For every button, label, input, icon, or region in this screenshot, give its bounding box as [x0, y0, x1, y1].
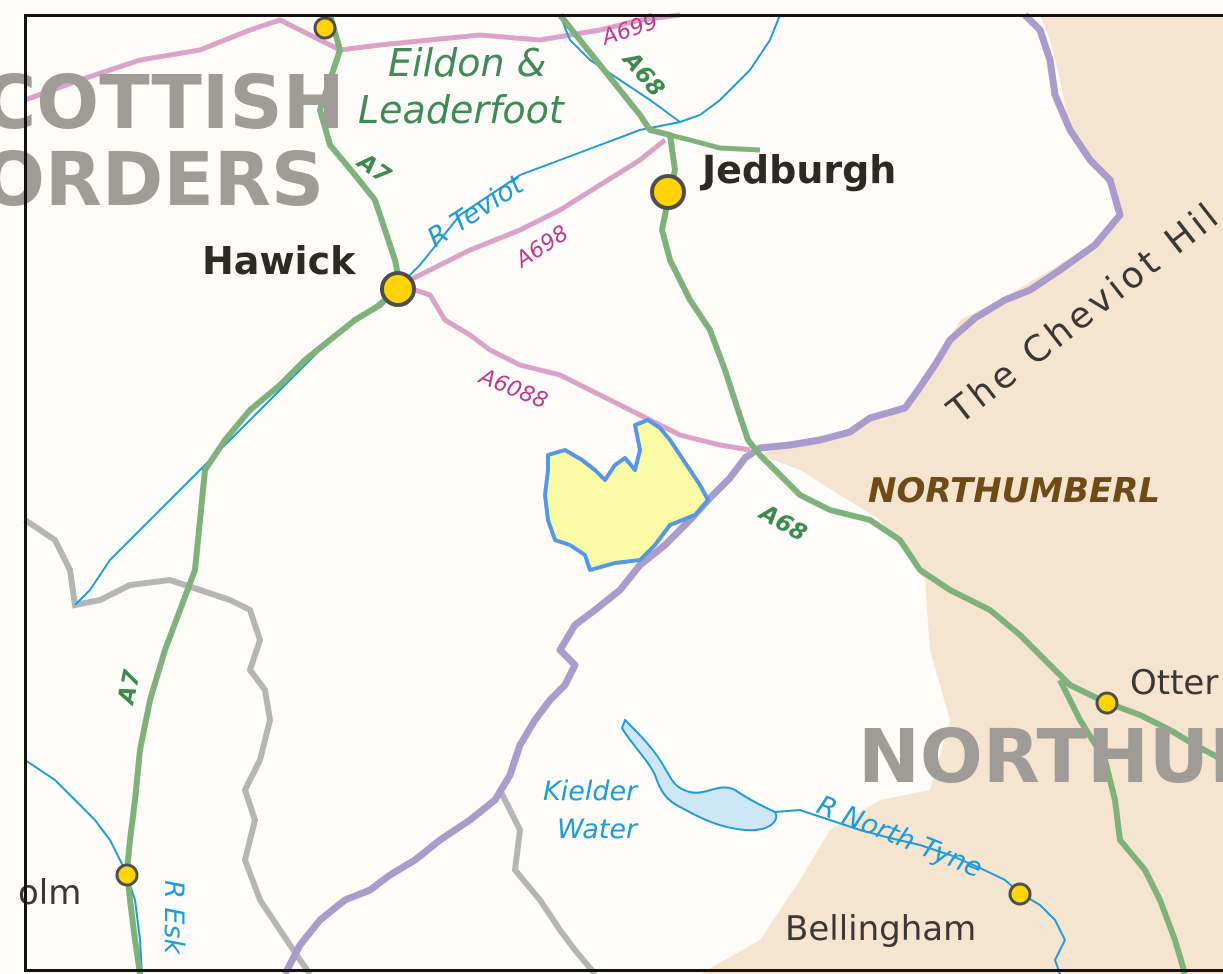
river-north-tyne — [774, 808, 1067, 974]
region-label-northumberland-big: NORTHUM — [858, 714, 1223, 800]
town-marker-top[interactable] — [313, 16, 337, 40]
road-a68-south — [1057, 678, 1188, 974]
label-bellingham: Bellingham — [785, 909, 976, 949]
town-marker-bellingham[interactable] — [1008, 882, 1032, 906]
label-river-esk: R Esk — [158, 880, 189, 955]
river-teviot — [74, 14, 781, 606]
label-kielder-1: Kielder — [543, 776, 639, 807]
town-marker-jedburgh[interactable] — [650, 174, 686, 210]
national-border — [281, 12, 1124, 974]
district-boundary-west — [23, 517, 313, 974]
highlighted-area[interactable] — [543, 418, 710, 572]
label-langholm: olm — [18, 873, 81, 913]
road-a698 — [398, 138, 667, 288]
label-eildon-1: Eildon & — [388, 41, 546, 85]
road-a6088-link — [649, 127, 761, 153]
region-label-scottish-borders-2: ORDERS — [0, 137, 324, 223]
map-border-frame — [24, 14, 1223, 972]
label-kielder-2: Water — [557, 814, 639, 845]
town-marker-otterburn[interactable] — [1095, 691, 1119, 715]
town-marker-hawick[interactable] — [380, 271, 416, 307]
region-label-northumberland-county: NORTHUMBERL — [868, 471, 1160, 511]
town-marker-langholm[interactable] — [115, 863, 139, 887]
label-jedburgh: Jedburgh — [699, 148, 896, 192]
label-eildon-2: Leaderfoot — [358, 88, 566, 132]
label-hawick: Hawick — [202, 239, 356, 283]
district-boundary-south — [497, 788, 598, 974]
river-esk — [24, 759, 143, 974]
road-a7 — [124, 14, 403, 974]
label-otterburn: Otter — [1130, 663, 1218, 703]
region-label-scottish-borders-1: COTTISH — [0, 60, 345, 146]
road-a6088 — [399, 282, 751, 453]
